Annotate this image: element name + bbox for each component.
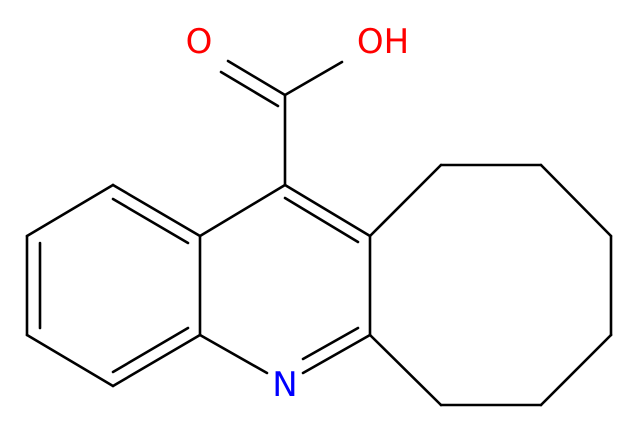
- bond-benz-4: [25, 333, 115, 388]
- bond-c4a-n: [198, 333, 269, 375]
- bond-c9-c9a: [198, 183, 287, 238]
- bond-benz-5-inner: [111, 326, 190, 374]
- bond-n-c5a-inner: [301, 326, 360, 361]
- bond-oct-3: [539, 163, 613, 238]
- bond-n-c5a: [301, 333, 372, 375]
- bond-benz-1: [111, 183, 202, 238]
- bond-c9-c10a: [283, 183, 372, 238]
- atom-label-layer: O OH N: [186, 22, 410, 405]
- bond-benz-2: [25, 183, 115, 238]
- bond-carbonyl-1: [226, 59, 287, 97]
- hydroxyl-label: OH: [357, 22, 409, 62]
- bond-benz-5: [111, 333, 202, 388]
- bond-c-oh: [283, 60, 344, 97]
- bond-c9-c10a-inner: [283, 196, 360, 244]
- bond-carbonyl-2: [219, 70, 280, 108]
- bond-oct-7: [368, 333, 443, 407]
- carbonyl-oxygen-label: O: [186, 22, 213, 62]
- bond-benz-1-inner: [111, 197, 190, 245]
- bond-layer: [25, 59, 613, 407]
- bond-oct-5: [539, 333, 613, 407]
- nitrogen-label: N: [272, 365, 297, 405]
- bond-oct-1: [368, 163, 443, 238]
